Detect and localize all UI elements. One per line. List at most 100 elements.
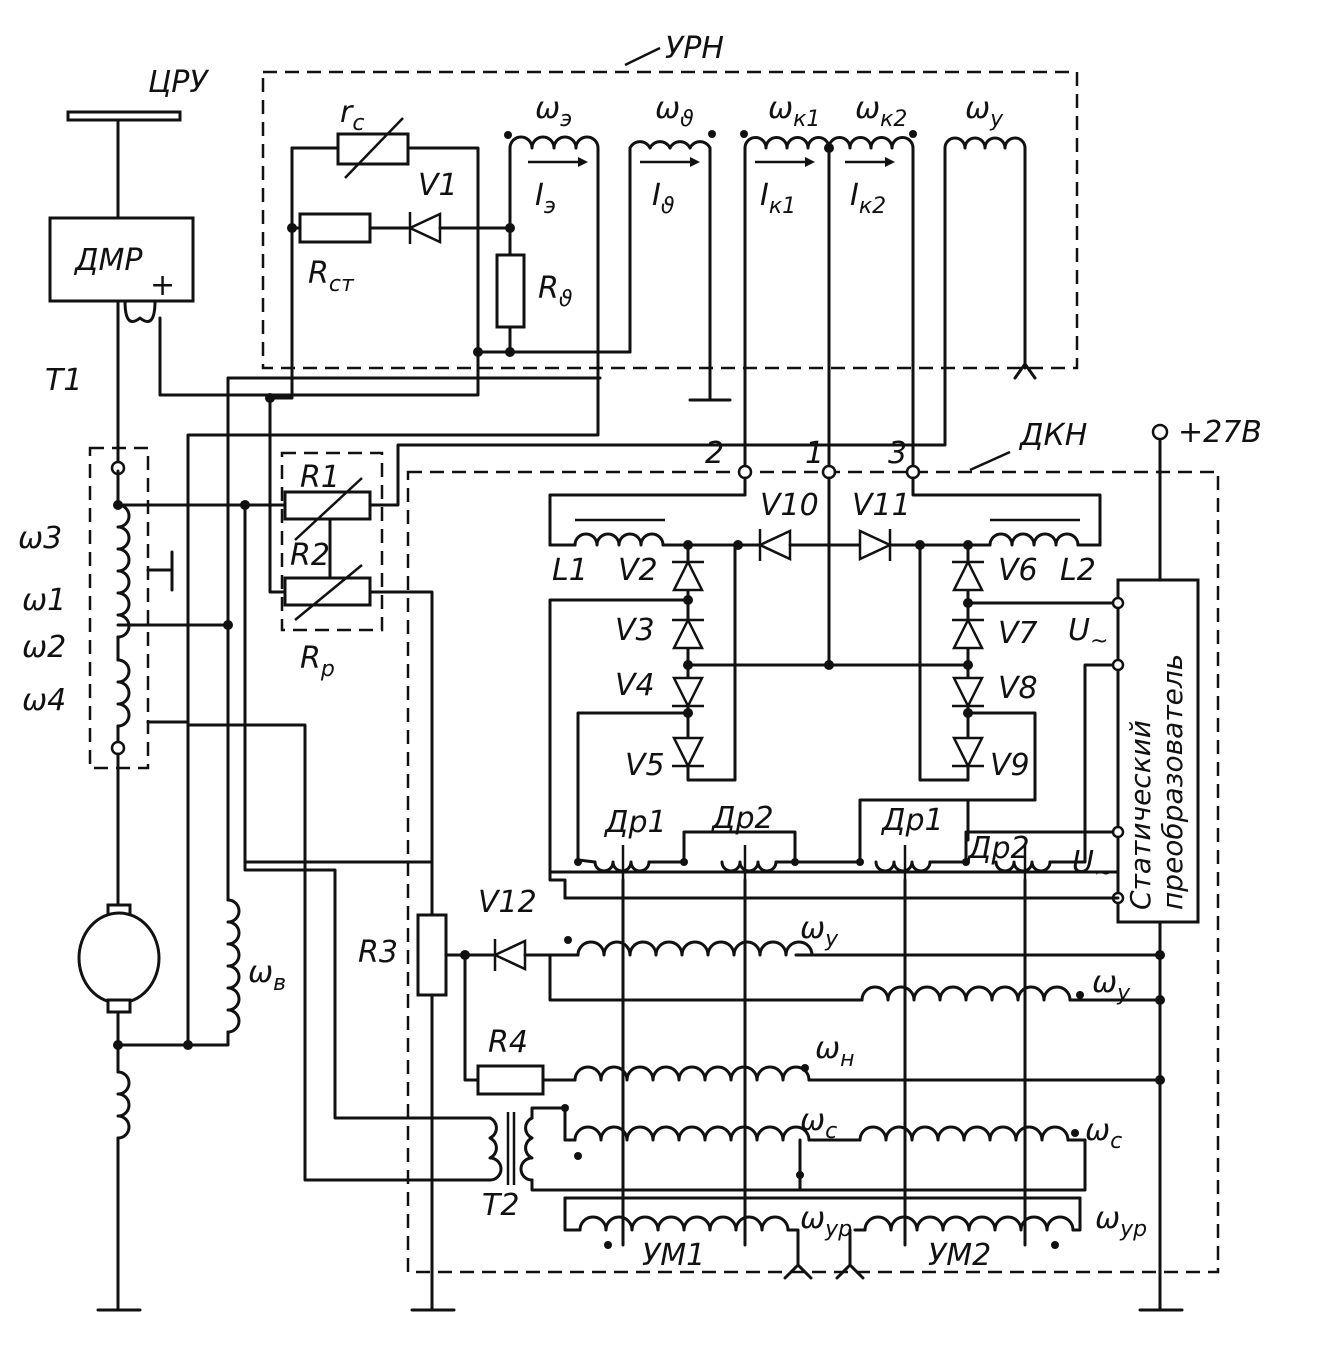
u-ac-top-label: U~ bbox=[1068, 613, 1108, 654]
um2-label: УМ2 bbox=[928, 1238, 991, 1273]
dr-right-bridge bbox=[928, 830, 1120, 864]
v12-diode bbox=[492, 939, 527, 971]
w4-label: ω4 bbox=[22, 683, 66, 718]
wyr1-winding bbox=[578, 1215, 790, 1232]
tsru-label: ЦРУ bbox=[148, 65, 209, 100]
rtheta-resistor bbox=[495, 253, 526, 329]
v9-label: V9 bbox=[990, 748, 1030, 783]
r3-resistor bbox=[416, 913, 448, 997]
dr1-left-choke bbox=[593, 845, 651, 880]
w3-label: ω3 bbox=[18, 521, 62, 556]
tsru-busbar bbox=[66, 110, 182, 220]
wyr2-winding bbox=[863, 1215, 1075, 1232]
rp-outline bbox=[280, 451, 384, 632]
dr1a-label: Др1 bbox=[603, 805, 667, 840]
supply-label: +27В bbox=[1178, 415, 1262, 450]
terminal-2 bbox=[737, 464, 753, 480]
t2-secondary-top bbox=[530, 1106, 567, 1142]
v2-label: V2 bbox=[618, 553, 658, 588]
v10-label: V10 bbox=[760, 488, 819, 523]
wk2-winding bbox=[827, 136, 915, 150]
wy-urn-left-lead bbox=[368, 146, 947, 507]
wy-urn-label: ωу bbox=[965, 91, 1004, 132]
wk2-label: ωк2 bbox=[855, 91, 907, 132]
dr2b-label: Др2 bbox=[966, 831, 1030, 866]
wyr-right-lead bbox=[1071, 1196, 1082, 1232]
um1-label: УМ1 bbox=[642, 1238, 705, 1273]
field-winding-bottom-wire bbox=[116, 1030, 230, 1047]
w1-label: ω1 bbox=[22, 583, 66, 618]
wtheta-label: ωϑ bbox=[655, 91, 694, 132]
terminal-1 bbox=[821, 464, 837, 480]
l1-choke bbox=[573, 532, 665, 547]
v10-diode bbox=[757, 529, 792, 561]
v1-label: V1 bbox=[418, 168, 458, 203]
u-ac-bot-label: U~ bbox=[1072, 845, 1112, 886]
wy-link bbox=[548, 953, 864, 1002]
terminal-3-label: 3 bbox=[888, 436, 907, 471]
supply-terminal bbox=[1151, 423, 1169, 441]
r2-rheostat bbox=[283, 564, 372, 621]
v4-to-dr1 bbox=[576, 711, 690, 862]
wyr1-label: ωур bbox=[800, 1201, 852, 1242]
urn-leader bbox=[624, 46, 661, 67]
wyr2-label: ωур bbox=[1095, 1201, 1147, 1242]
dkn-label: ДКН bbox=[1018, 418, 1087, 453]
t2-primary-upper bbox=[243, 860, 492, 1120]
dr1-right-choke bbox=[874, 845, 932, 880]
v9-diode bbox=[951, 736, 985, 769]
w3-tap-wire bbox=[116, 503, 434, 864]
rtheta-label: Rϑ bbox=[538, 271, 573, 312]
terminal-3 bbox=[905, 464, 921, 480]
current-arrows bbox=[528, 157, 895, 167]
wc1-label: ωc bbox=[800, 1103, 837, 1144]
dr2-right-choke bbox=[994, 845, 1052, 880]
r4-resistor bbox=[476, 1064, 545, 1096]
t1-label: T1 bbox=[45, 363, 82, 398]
r2-to-r3 bbox=[368, 590, 434, 917]
rst-resistor bbox=[298, 212, 372, 244]
wy2-label: ωу bbox=[1092, 965, 1131, 1006]
r2-label: R2 bbox=[290, 538, 330, 573]
dr2-right-lead bbox=[1048, 663, 1120, 864]
dr2-left-choke bbox=[720, 845, 778, 880]
we-winding bbox=[508, 135, 600, 150]
v5-diode bbox=[671, 736, 705, 769]
wy-urn-terminal bbox=[1013, 362, 1037, 380]
static-converter bbox=[1116, 578, 1200, 924]
v7-label: V7 bbox=[998, 616, 1038, 651]
wk1-winding bbox=[743, 136, 831, 150]
field-winding-wv bbox=[226, 898, 241, 1034]
wy1-label: ωу bbox=[800, 911, 839, 952]
terminal-2-label: 2 bbox=[705, 436, 724, 471]
v8-diode bbox=[951, 676, 985, 709]
dmr-plus-wire bbox=[158, 316, 480, 397]
v11-label: V11 bbox=[852, 488, 911, 523]
v5-loop bbox=[686, 543, 737, 782]
l2-choke bbox=[988, 532, 1080, 547]
wy2-winding bbox=[860, 985, 1072, 1002]
v12-label: V12 bbox=[478, 885, 537, 920]
wy1-winding bbox=[576, 940, 814, 957]
urn-left-bus bbox=[268, 146, 294, 400]
t2-secondary bbox=[519, 1116, 534, 1182]
urn-label: УРН bbox=[665, 31, 724, 66]
outer-loop-link bbox=[548, 870, 567, 900]
r4-label: R4 bbox=[488, 1025, 528, 1060]
w1-tap-wire bbox=[186, 146, 600, 1047]
we-label: ωэ bbox=[535, 91, 572, 132]
v11-diode bbox=[858, 529, 893, 561]
rst-label: Rст bbox=[308, 256, 355, 297]
v6-diode bbox=[951, 559, 985, 592]
v8-label: V8 bbox=[998, 671, 1038, 706]
v9-loop bbox=[918, 543, 970, 782]
converter-label-line1: Статический bbox=[1124, 720, 1157, 910]
v6-label: V6 bbox=[998, 553, 1038, 588]
dmr-relay bbox=[48, 216, 195, 323]
dkn-leader bbox=[969, 450, 1011, 472]
wc1-winding bbox=[573, 1125, 811, 1142]
rc-right-wire bbox=[406, 146, 480, 354]
urn-block-outline bbox=[261, 70, 1079, 370]
r1-rheostat bbox=[283, 477, 372, 541]
dkn-block-outline bbox=[406, 470, 1220, 1274]
